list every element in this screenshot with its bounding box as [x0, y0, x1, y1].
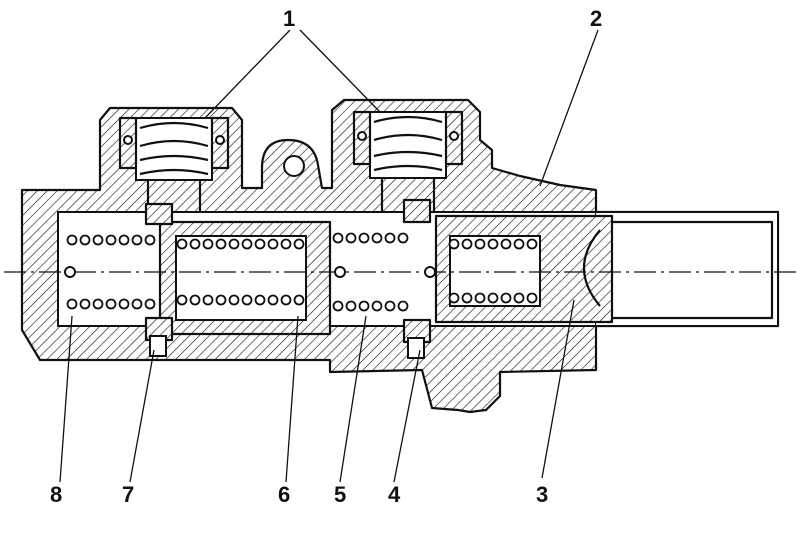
spring-coil	[92, 298, 104, 310]
spring-coil	[513, 238, 525, 250]
callout-1: 1	[283, 6, 295, 31]
spring-coil	[526, 292, 538, 304]
spring-coil	[241, 238, 253, 250]
spring-coil	[332, 300, 344, 312]
spring-coil	[461, 292, 473, 304]
spring-coil	[202, 238, 214, 250]
spring-coil	[66, 298, 78, 310]
springs	[66, 232, 538, 312]
spring-coil	[487, 238, 499, 250]
spring-coil	[461, 238, 473, 250]
spring-coil	[500, 238, 512, 250]
callout-4: 4	[388, 482, 401, 507]
spring-coil	[228, 238, 240, 250]
rear-piston	[434, 214, 614, 324]
callout-5: 5	[334, 482, 346, 507]
reservoir-port-rear	[352, 110, 464, 212]
spring-coil	[144, 298, 156, 310]
spring-coil	[345, 300, 357, 312]
spring-coil	[118, 234, 130, 246]
spring-coil	[267, 294, 279, 306]
callout-8: 8	[50, 482, 62, 507]
spring-coil	[105, 234, 117, 246]
spring-coil	[500, 292, 512, 304]
spring-coil	[131, 234, 143, 246]
spring-coil	[293, 238, 305, 250]
mounting-hole	[283, 155, 305, 177]
spring-coil	[92, 234, 104, 246]
spring-coil	[371, 232, 383, 244]
spring-coil	[397, 232, 409, 244]
spring-coil	[293, 294, 305, 306]
spring-coil	[144, 234, 156, 246]
spring-coil	[384, 300, 396, 312]
spring-coil	[384, 232, 396, 244]
leader-lines	[59, 29, 599, 483]
spring-coil	[332, 232, 344, 244]
spring-coil	[448, 292, 460, 304]
spring-coil	[474, 238, 486, 250]
spring-coil	[105, 298, 117, 310]
spring-coil	[397, 300, 409, 312]
callout-3: 3	[536, 482, 548, 507]
callout-2: 2	[590, 6, 602, 31]
spring-coil	[215, 294, 227, 306]
spring-coil	[131, 298, 143, 310]
spring-coil	[526, 238, 538, 250]
spring-coil	[345, 232, 357, 244]
spring-coil	[358, 232, 370, 244]
spring-coil	[241, 294, 253, 306]
spring-coil	[189, 294, 201, 306]
spring-coil	[189, 238, 201, 250]
spring-coil	[474, 292, 486, 304]
reservoir-port-front	[118, 116, 230, 212]
seals	[144, 198, 432, 359]
spring-coil	[254, 238, 266, 250]
spring-coil	[176, 294, 188, 306]
spring-coil	[371, 300, 383, 312]
spring-coil	[79, 234, 91, 246]
spring-coil	[254, 294, 266, 306]
spring-coil	[202, 294, 214, 306]
spring-coil	[79, 298, 91, 310]
spring-coil	[215, 238, 227, 250]
spring-coil	[66, 234, 78, 246]
front-piston	[158, 220, 332, 336]
spring-coil	[228, 294, 240, 306]
spring-coil	[176, 238, 188, 250]
callout-6: 6	[278, 482, 290, 507]
spring-coil	[118, 298, 130, 310]
spring-coil	[448, 238, 460, 250]
spring-coil	[267, 238, 279, 250]
spring-coil	[487, 292, 499, 304]
spring-coil	[358, 300, 370, 312]
spring-coil	[280, 294, 292, 306]
spring-coil	[513, 292, 525, 304]
callout-7: 7	[122, 482, 134, 507]
spring-coil	[280, 238, 292, 250]
